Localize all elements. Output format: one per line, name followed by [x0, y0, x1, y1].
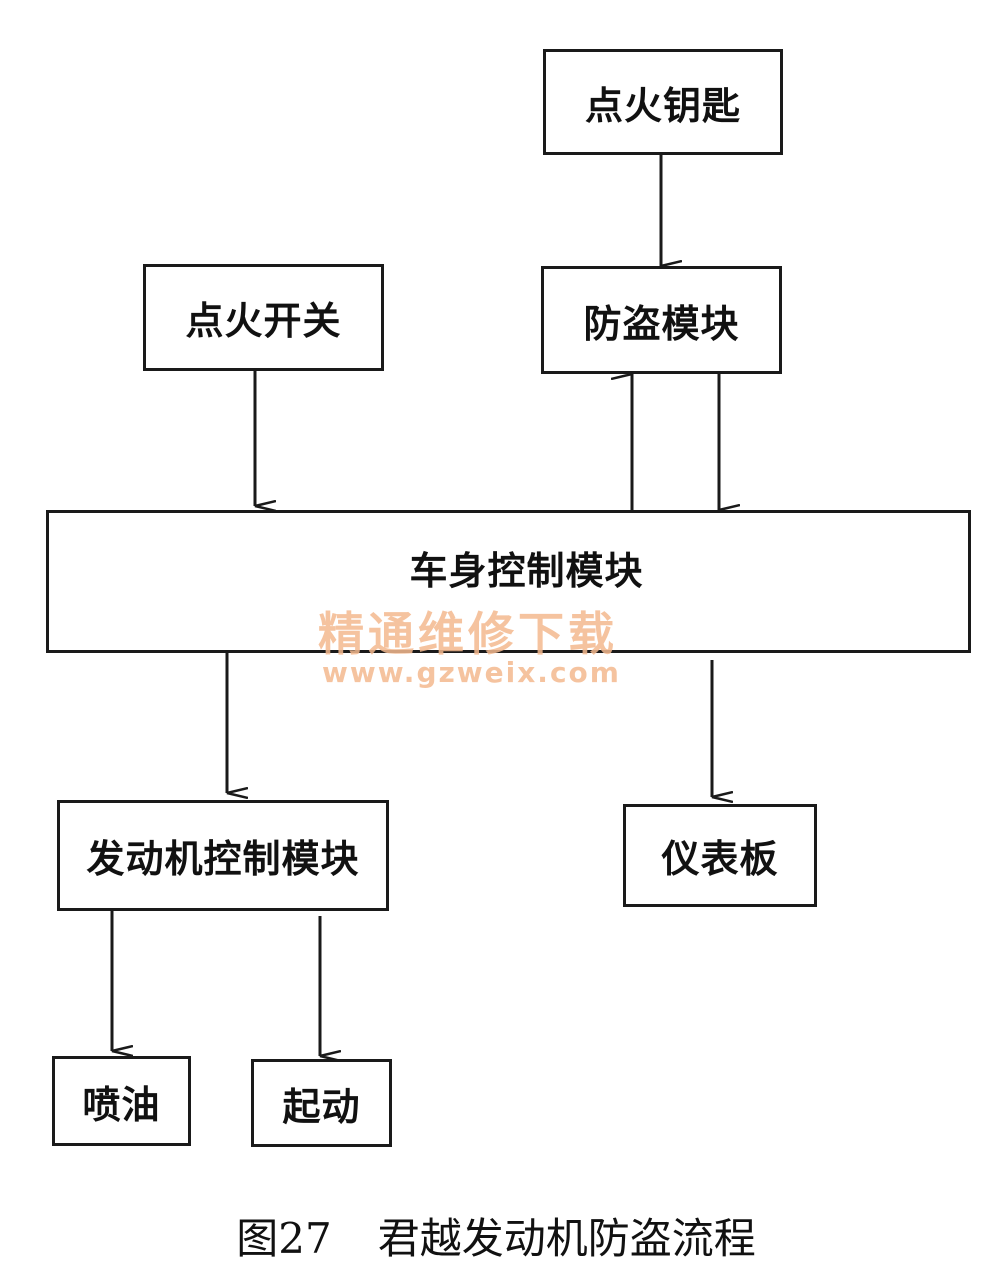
fuel-injection-node: 喷油: [52, 1056, 191, 1146]
fuel-injection-label: 喷油: [82, 1082, 161, 1127]
start-label: 起动: [282, 1084, 361, 1129]
ignition-switch-label: 点火开关: [185, 299, 342, 343]
engine-control-module-label: 发动机控制模块: [86, 837, 360, 881]
antitheft-module-node: 防盗模块: [541, 266, 782, 374]
body-control-module-label: 车身控制模块: [409, 549, 644, 593]
watermark-url: www.gzweix.com: [322, 656, 621, 689]
watermark-text: 精通维修下载: [318, 607, 618, 661]
antitheft-module-label: 防盗模块: [583, 301, 740, 346]
body-control-module-node: 车身控制模块: [46, 510, 971, 653]
ignition-key-node: 点火钥匙: [543, 49, 783, 155]
ignition-switch-node: 点火开关: [143, 264, 384, 371]
figure-caption: 图27 君越发动机防盗流程: [0, 1200, 992, 1270]
figure-title: 君越发动机防盗流程: [377, 1213, 756, 1263]
start-node: 起动: [251, 1059, 392, 1147]
instrument-panel-label: 仪表板: [661, 837, 779, 881]
figure-number: 图27: [236, 1213, 332, 1263]
instrument-panel-node: 仪表板: [623, 804, 817, 907]
engine-control-module-node: 发动机控制模块: [57, 800, 389, 911]
ignition-key-label: 点火钥匙: [584, 83, 741, 128]
